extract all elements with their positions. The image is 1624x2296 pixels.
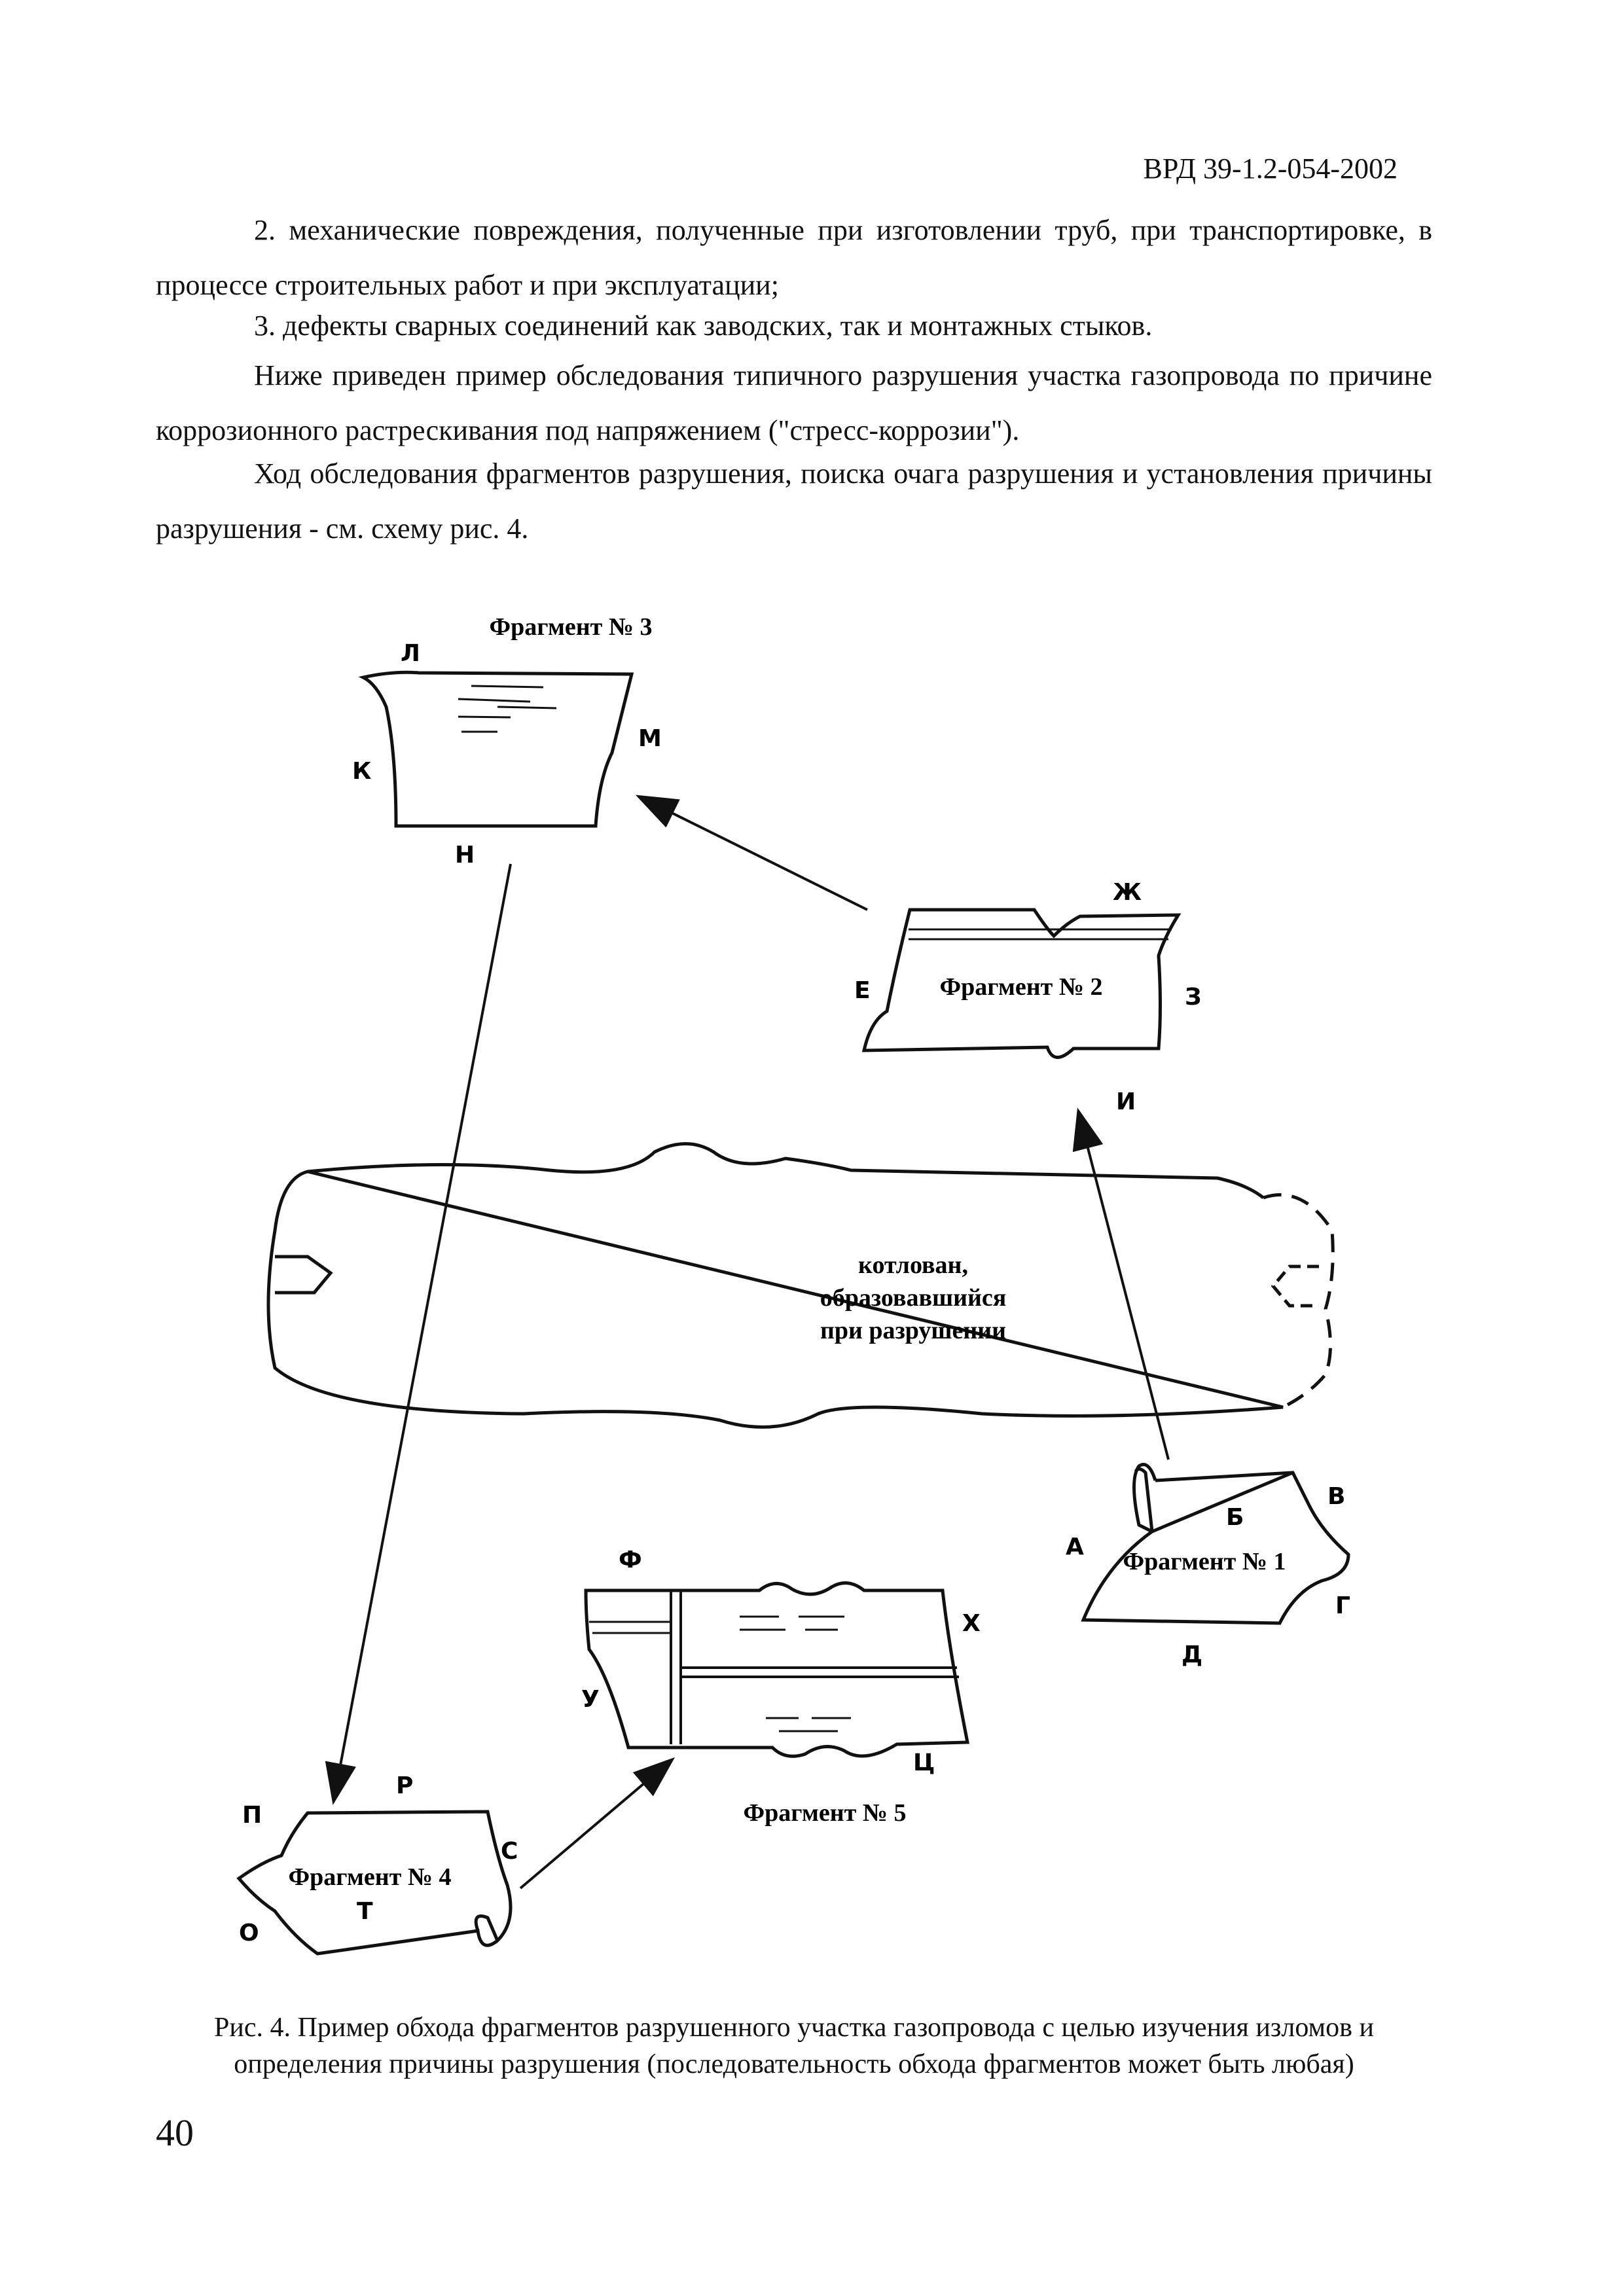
figure-caption: Рис. 4. Пример обхода фрагментов разруше… <box>156 2009 1432 2083</box>
letter-z: З <box>1185 984 1202 1011</box>
fragment-5 <box>584 1581 970 1758</box>
letter-r: Р <box>396 1772 413 1799</box>
letter-zh: Ж <box>1113 879 1142 906</box>
arrow-fragment-3-to-4 <box>325 863 512 1805</box>
page-number: 40 <box>156 2111 194 2154</box>
letter-ts: Ц <box>913 1749 935 1776</box>
pit-label-line-3: при разрушении <box>820 1317 1006 1344</box>
arrow-fragment-2-to-3 <box>635 795 868 911</box>
fragment-inspection-diagram: Фрагмент № 3 Л К М Н Фрагмент № 2 Е Ж З … <box>236 613 1350 1956</box>
pit-label-line-1: котлован, <box>858 1251 968 1279</box>
letter-t: Т <box>357 1898 373 1925</box>
letter-g: Г <box>1335 1592 1350 1619</box>
inspection-route-arrows <box>325 795 1170 1890</box>
letter-s: С <box>501 1838 518 1865</box>
letter-a: А <box>1066 1534 1084 1560</box>
letter-v: В <box>1327 1483 1345 1510</box>
letter-e: Е <box>854 977 871 1004</box>
letter-b: Б <box>1226 1504 1244 1531</box>
fragment-4-label: Фрагмент № 4 <box>288 1863 451 1891</box>
fragment-3-label: Фрагмент № 3 <box>489 613 652 641</box>
fragment-1-label: Фрагмент № 1 <box>1123 1548 1286 1575</box>
arrow-fragment-4-to-5 <box>519 1757 676 1890</box>
letter-p: П <box>242 1802 262 1829</box>
excavation-pit <box>266 1142 1335 1429</box>
paragraph-mechanical-damage: 2. механические повреждения, полученные … <box>156 214 1432 301</box>
fragment-2-label: Фрагмент № 2 <box>939 973 1102 1001</box>
paragraph-example-intro: Ниже приведен пример обследования типичн… <box>156 359 1432 446</box>
letter-m: М <box>638 725 662 752</box>
letter-h: Х <box>962 1610 981 1637</box>
fragment-3 <box>358 670 634 828</box>
pit-label-line-2: образовавшийся <box>820 1284 1007 1312</box>
figure-caption-line-2: определения причины разрушения (последов… <box>234 2049 1354 2079</box>
paragraph-procedure: Ход обследования фрагментов разрушения, … <box>156 457 1432 545</box>
fragment-1 <box>1081 1463 1350 1625</box>
figure-caption-line-1: Рис. 4. Пример обхода фрагментов разруше… <box>214 2013 1374 2043</box>
letter-l: Л <box>401 640 420 667</box>
fragment-2 <box>861 908 1182 1059</box>
fragment-4 <box>236 1810 513 1956</box>
arrow-fragment-1-to-2 <box>1072 1107 1170 1460</box>
letter-f: Ф <box>619 1547 642 1573</box>
letter-i: И <box>1116 1088 1136 1115</box>
fragment-5-label: Фрагмент № 5 <box>743 1799 906 1827</box>
letter-d: Д <box>1182 1641 1202 1668</box>
document-code-header: ВРД 39-1.2-054-2002 <box>1143 152 1398 185</box>
paragraph-weld-defects: 3. дефекты сварных соединений как заводс… <box>254 310 1153 342</box>
letter-u: У <box>581 1686 600 1713</box>
letter-k: К <box>352 758 371 785</box>
letter-o: О <box>239 1920 259 1946</box>
letter-n: Н <box>455 842 475 869</box>
